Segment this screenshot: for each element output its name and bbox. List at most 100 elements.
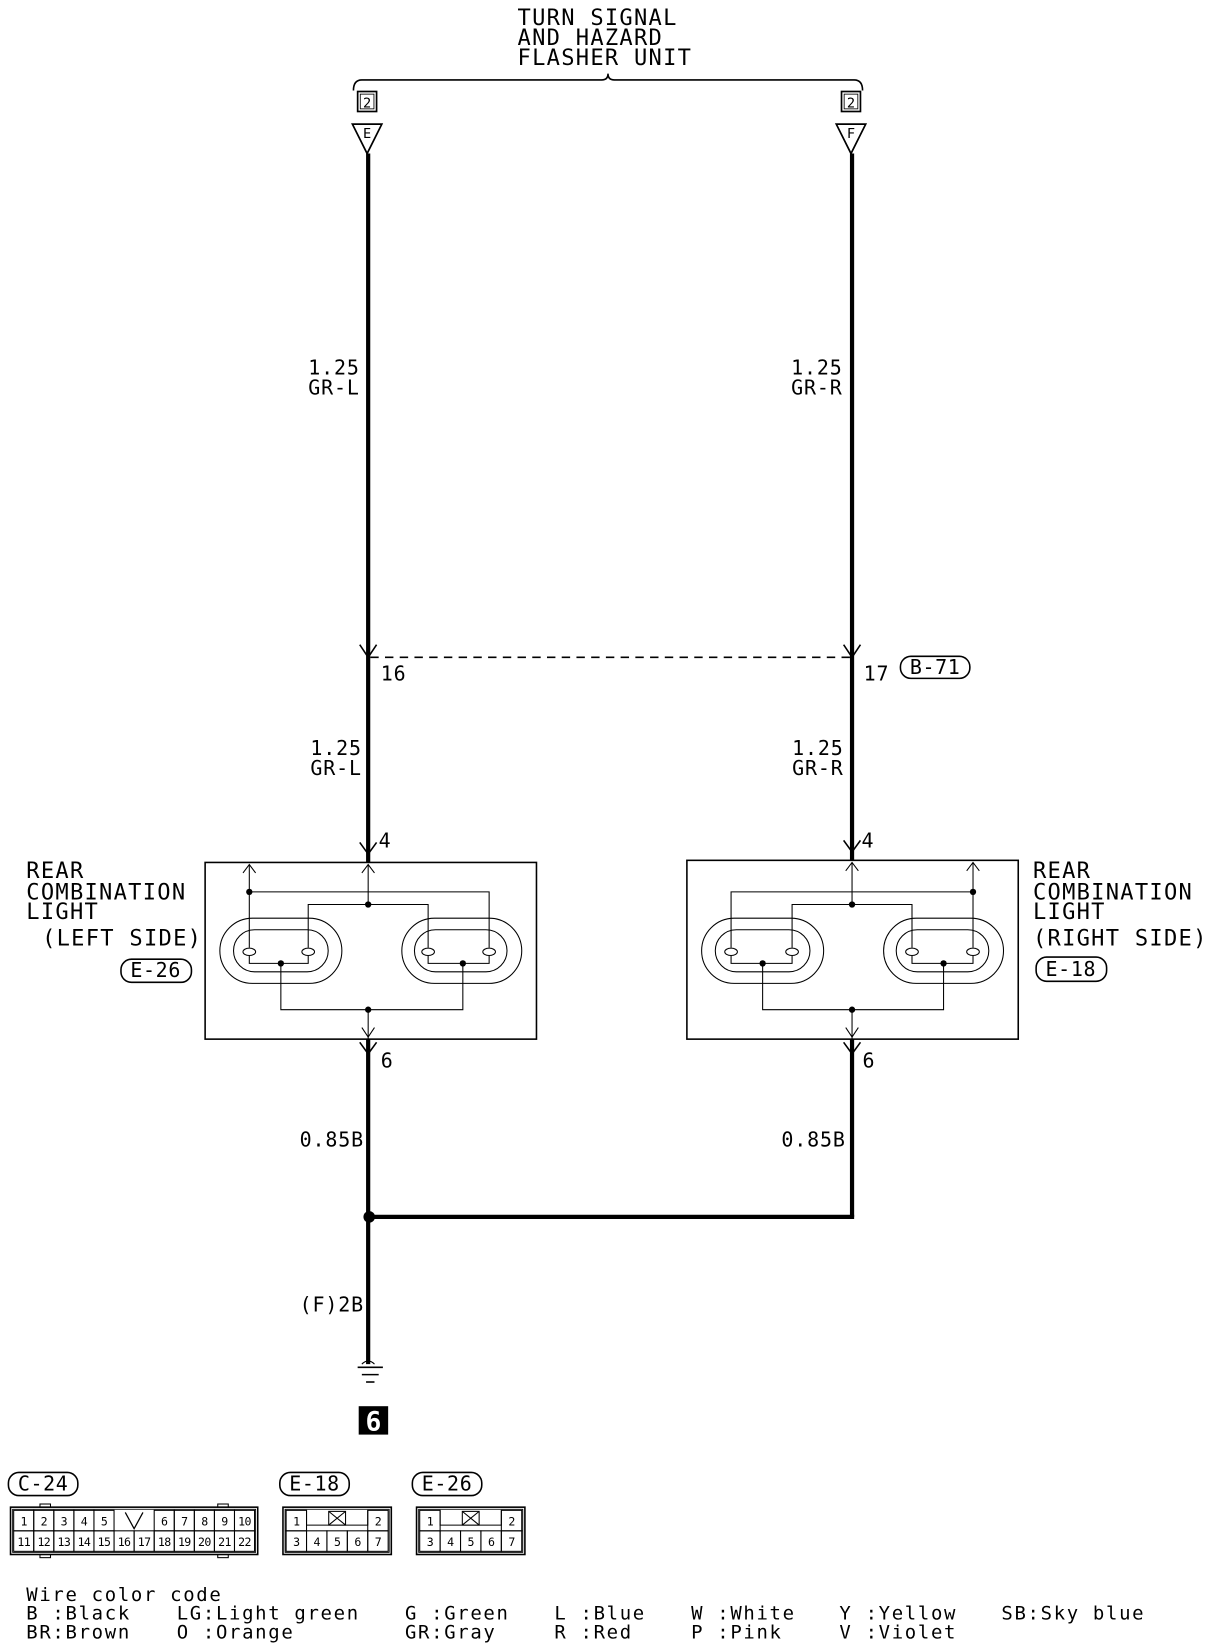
pin-number: 2 xyxy=(508,1515,514,1529)
connector-number-box-inner xyxy=(359,93,375,110)
connector-shell xyxy=(9,1506,259,1556)
pin-number: 11 xyxy=(17,1535,30,1549)
pin-number: 22 xyxy=(238,1535,251,1549)
bulb-inner-outline xyxy=(413,929,508,973)
bulb-terminal xyxy=(421,947,435,957)
pin-number: 7 xyxy=(508,1535,515,1549)
pin-number: 4 xyxy=(81,1515,88,1529)
connector-chevron-right xyxy=(842,644,862,659)
flasher-title-line-3: FLASHER UNIT xyxy=(518,46,693,71)
rear-combination-light-left xyxy=(204,861,538,1040)
lamp-ground-bus xyxy=(762,963,945,1011)
connector-view-e26-badge xyxy=(411,1471,483,1497)
ground-point-badge xyxy=(358,1406,389,1435)
legend-title: Wire color code xyxy=(26,1584,222,1606)
connector-number: 2 xyxy=(363,95,371,111)
junction-dot xyxy=(969,888,977,896)
lamp-left-name-line-3: LIGHT xyxy=(26,900,99,925)
wire-left-lower-size: 1.25 xyxy=(310,736,361,760)
pin-number: 1 xyxy=(293,1515,300,1529)
lamp-right-input-pin: 4 xyxy=(862,829,875,853)
pin-number: 2 xyxy=(375,1515,381,1529)
pin-number: 5 xyxy=(468,1535,475,1549)
arrow-down-icon xyxy=(361,1027,375,1038)
pin-number: 21 xyxy=(218,1535,231,1549)
pin-number: 17 xyxy=(138,1535,151,1549)
lamp-left-side: (LEFT SIDE) xyxy=(42,927,202,952)
v-notch-key-icon xyxy=(124,1512,144,1531)
pin-17-label: 17 xyxy=(864,661,890,685)
pin-16-label: 16 xyxy=(381,661,407,685)
pin-number: 6 xyxy=(354,1535,361,1549)
pin-number: 1 xyxy=(427,1515,434,1529)
pin-number: 15 xyxy=(98,1535,111,1549)
lamp-right-name-line-1: REAR xyxy=(1033,859,1091,884)
connector-chevron-left xyxy=(359,644,378,659)
bulb-terminal xyxy=(242,947,257,957)
pin-cell xyxy=(233,1530,256,1552)
connector-view-e18-badge xyxy=(279,1471,351,1497)
pin-number: 4 xyxy=(447,1535,454,1549)
legend-item: G :Green xyxy=(405,1603,510,1625)
connector-inner-frame xyxy=(418,1508,524,1553)
bulb-terminal xyxy=(301,947,316,957)
legend-item: R :Red xyxy=(554,1622,632,1644)
lamp-left-output-pin: 6 xyxy=(381,1049,394,1073)
pin-number: 3 xyxy=(61,1515,68,1529)
connector-number-box-inner xyxy=(843,93,859,110)
bulb-terminal xyxy=(482,947,496,957)
pin-number: 1 xyxy=(21,1515,28,1529)
bulb-filament xyxy=(427,956,490,964)
ground-point-number: 6 xyxy=(366,1407,382,1437)
connector-inner-frame xyxy=(284,1508,390,1553)
legend-item: L :Blue xyxy=(554,1603,646,1625)
wire-right-upper-color: GR-R xyxy=(791,375,843,399)
lamp-left-labels: REAR COMBINATION LIGHT (LEFT SIDE) E-26 xyxy=(26,859,202,984)
lamp-bus-inner xyxy=(791,903,913,948)
bulb-outline xyxy=(401,917,523,984)
connector-b71-badge xyxy=(899,655,971,680)
bulb-terminal xyxy=(905,947,919,957)
connector-inner-frame xyxy=(12,1508,257,1553)
flasher-connector-right: 2 F xyxy=(834,90,868,156)
connector-view-e18-label: E-18 xyxy=(289,1471,340,1495)
flasher-unit-bracket xyxy=(352,73,864,91)
connector-number-box xyxy=(840,90,862,113)
pin-number: 6 xyxy=(488,1535,495,1549)
wire-left-upper-size: 1.25 xyxy=(308,355,359,379)
pin-number: 20 xyxy=(198,1535,211,1549)
terminal-triangle xyxy=(834,123,868,156)
legend-item: LG:Light green xyxy=(177,1603,360,1625)
connector-number-box xyxy=(356,90,378,113)
pin-number: 6 xyxy=(161,1515,168,1529)
pin-number: 10 xyxy=(238,1515,251,1529)
lamp-left-connector-badge xyxy=(120,958,193,984)
connector-number: 2 xyxy=(847,95,855,111)
pin-number: 7 xyxy=(181,1515,188,1529)
lamp-left-input-pin: 4 xyxy=(379,829,392,853)
pin-number: 3 xyxy=(293,1535,300,1549)
x-box-key-icon-stroke xyxy=(328,1510,346,1526)
pin-cell xyxy=(367,1530,389,1552)
pin-number: 19 xyxy=(178,1535,191,1549)
wire-left-upper-color: GR-L xyxy=(308,375,359,399)
connector-view-e26-label: E-26 xyxy=(422,1471,473,1495)
lamp-left-connector-label: E-26 xyxy=(130,958,181,982)
pin-number: 13 xyxy=(58,1535,71,1549)
junction-dot xyxy=(848,901,856,908)
bulb-terminal xyxy=(724,947,738,957)
connector-view-c24-badge xyxy=(7,1471,79,1497)
lamp-right-connector-label: E-18 xyxy=(1046,957,1097,981)
legend-item: W :White xyxy=(691,1603,796,1625)
wire-left-ground-label: 0.85B xyxy=(300,1127,364,1151)
lamp-housing xyxy=(204,861,538,1040)
rear-combination-light-right xyxy=(686,859,1020,1040)
terminal-letter: F xyxy=(847,126,855,142)
wire-right-lower-size: 1.25 xyxy=(792,736,843,760)
